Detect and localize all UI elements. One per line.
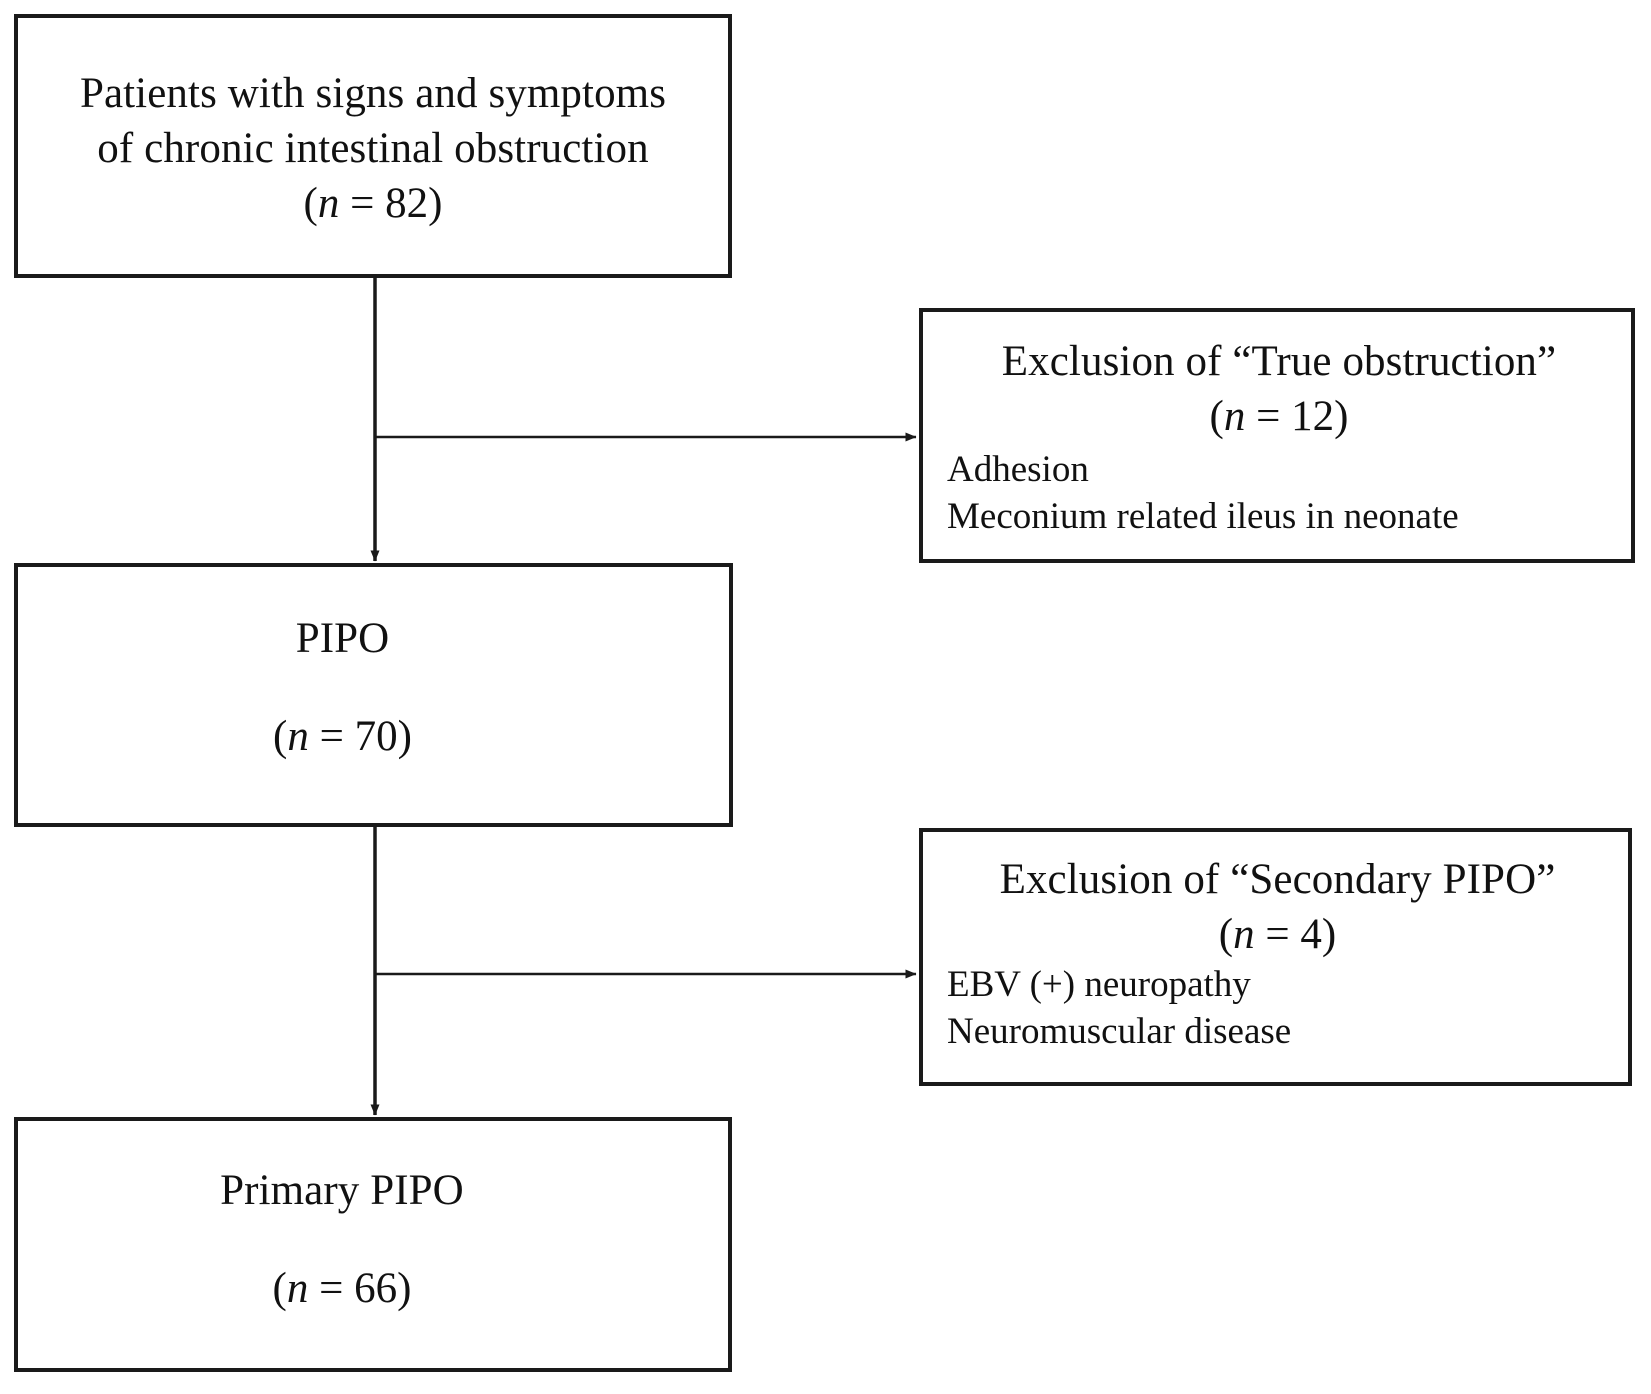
pipo-count: (n = 70) — [18, 709, 667, 764]
node-primary-pipo: Primary PIPO (n = 66) — [14, 1117, 732, 1372]
exclusion-secondary-count-value: = 4) — [1254, 911, 1337, 959]
source-count-value: = 82) — [339, 180, 443, 228]
pipo-count-open: ( — [273, 713, 288, 760]
exclusion-true-item: Adhesion — [947, 449, 1089, 490]
primary-pipo-count: (n = 66) — [18, 1261, 666, 1316]
primary-pipo-label: Primary PIPO — [220, 1167, 464, 1214]
source-line-1: Patients with signs and symptoms — [79, 70, 667, 117]
exclusion-secondary-heading: Exclusion of “Secondary PIPO” — [999, 856, 1556, 903]
primary-pipo-count-value: = 66) — [308, 1265, 412, 1312]
source-count-n: n — [317, 180, 340, 228]
pipo-label: PIPO — [295, 615, 390, 662]
exclusion-secondary-count-open: ( — [1218, 911, 1234, 959]
source-line-2: of chronic intestinal obstruction — [97, 125, 649, 173]
primary-pipo-count-open: ( — [272, 1265, 287, 1312]
exclusion-true-heading: Exclusion of “True obstruction” — [1001, 338, 1557, 385]
pipo-count-n: n — [287, 713, 309, 760]
primary-pipo-count-n: n — [286, 1265, 309, 1312]
exclusion-secondary-item: EBV (+) neuropathy — [947, 964, 1251, 1005]
source-count-open: ( — [303, 180, 318, 228]
source-count: (n = 82) — [44, 176, 702, 231]
exclusion-true-count: (n = 12) — [941, 389, 1617, 444]
exclusion-secondary-count-n: n — [1233, 911, 1255, 959]
exclusion-true-item: Meconium related ileus in neonate — [947, 495, 1459, 537]
exclusion-secondary-item: Neuromuscular disease — [947, 1010, 1292, 1052]
exclusion-true-count-n: n — [1223, 393, 1246, 441]
node-exclusion-secondary-pipo: Exclusion of “Secondary PIPO” (n = 4) EB… — [919, 828, 1632, 1086]
pipo-count-value: = 70) — [308, 713, 412, 760]
exclusion-true-count-open: ( — [1209, 393, 1224, 441]
node-exclusion-true-obstruction: Exclusion of “True obstruction” (n = 12)… — [919, 308, 1635, 563]
node-source-population: Patients with signs and symptoms of chro… — [14, 14, 732, 278]
exclusion-secondary-count: (n = 4) — [941, 907, 1614, 962]
node-pipo: PIPO (n = 70) — [14, 563, 733, 827]
exclusion-true-count-value: = 12) — [1245, 393, 1349, 441]
